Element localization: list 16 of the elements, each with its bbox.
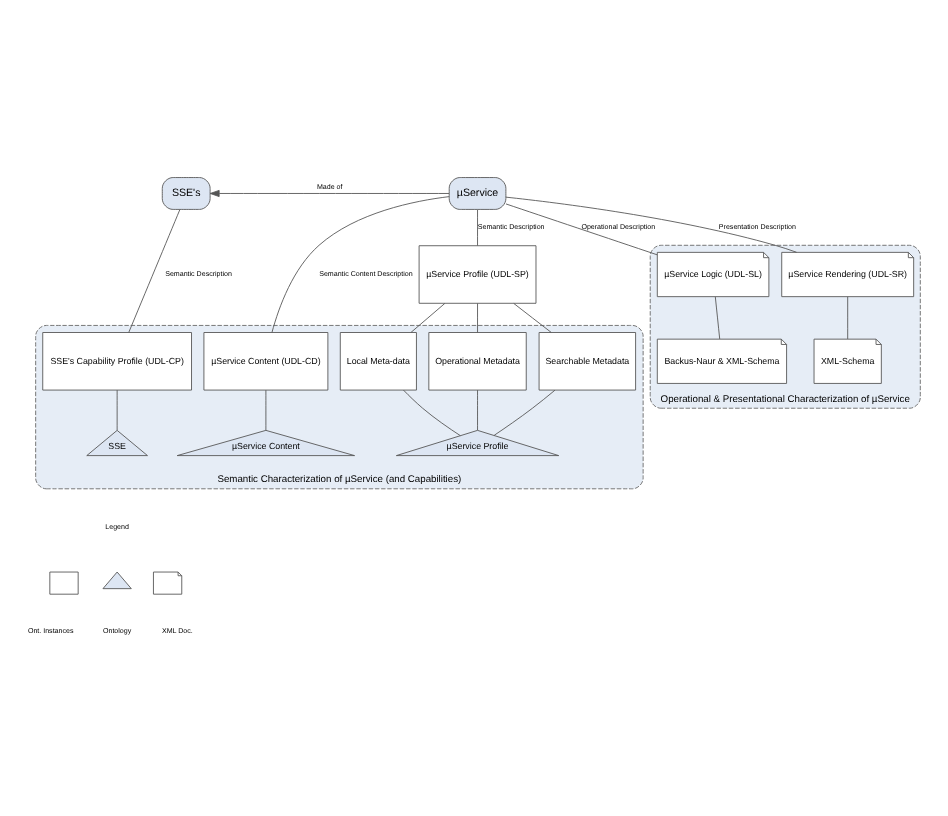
connector — [265, 389, 267, 431]
connector — [513, 303, 552, 333]
connector — [477, 303, 478, 333]
connector — [271, 196, 450, 333]
connector — [403, 389, 461, 437]
connector — [847, 296, 849, 340]
arrow — [209, 189, 450, 198]
connector — [493, 389, 556, 436]
connector — [477, 209, 478, 246]
connector — [116, 389, 118, 431]
connector — [505, 196, 797, 253]
connector — [128, 209, 181, 333]
connector — [714, 296, 721, 340]
connector — [477, 389, 478, 431]
connector — [410, 303, 446, 333]
connector — [505, 203, 658, 256]
